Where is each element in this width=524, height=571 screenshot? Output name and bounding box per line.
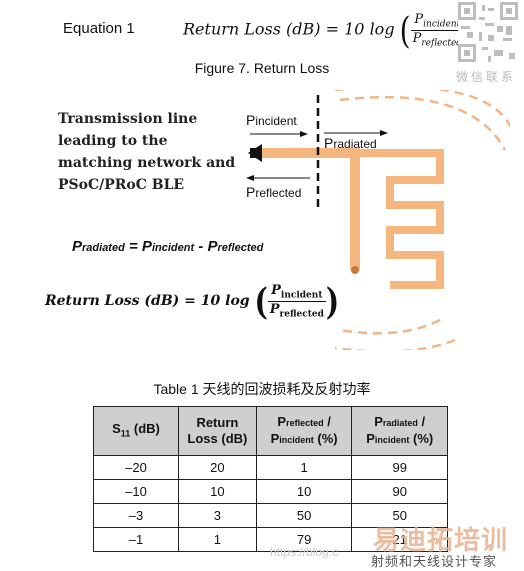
- transmission-line-text: Transmission line leading to the matchin…: [58, 111, 236, 193]
- watermark-subtitle: 射频和天线设计专家: [371, 555, 498, 570]
- header-radiated: Pradiated /Pincident (%): [351, 406, 448, 456]
- watermark-brand: 易迪拓培训: [373, 526, 509, 556]
- header-s11: S11 (dB): [93, 406, 179, 456]
- arrow-left-icon: [246, 175, 254, 181]
- feed-line: [260, 148, 350, 158]
- arrow-right-icon: [300, 131, 308, 137]
- watermark-wechat: 微信联系: [456, 70, 517, 84]
- p-incident-label: Pincident: [246, 112, 297, 128]
- equation-label: Equation 1: [63, 20, 135, 37]
- figure-title: Figure 7. Return Loss: [194, 60, 330, 76]
- radiation-waves: [334, 90, 510, 350]
- arrow-right-icon: [380, 130, 388, 136]
- header-reflected: Preflected /Pincident (%): [255, 406, 353, 456]
- antenna-diagram: Pincident Pradiated Preflected: [246, 90, 510, 350]
- table-title: Table 1 天线的回波损耗及反射功率: [153, 381, 371, 397]
- equation-lhs: Return Loss (dB) = 10 log: [183, 19, 395, 39]
- meander-antenna: [350, 149, 444, 289]
- via-point: [351, 266, 359, 274]
- radiated-power-formula: Pradiated = Pincident - Preflected: [72, 238, 264, 255]
- p-radiated-label: Pradiated: [324, 135, 377, 151]
- antenna-stub: [350, 148, 360, 270]
- qr-code-icon: [458, 2, 518, 62]
- watermark-url: https://blog.c: [270, 545, 339, 559]
- p-reflected-label: Preflected: [246, 184, 301, 200]
